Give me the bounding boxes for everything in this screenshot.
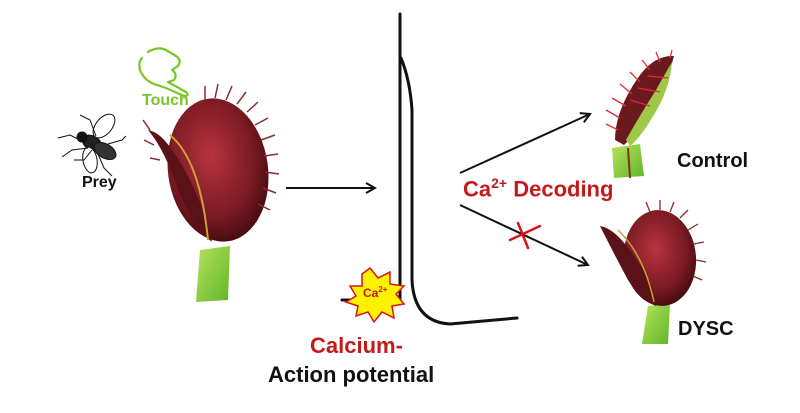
touch-label: Touch: [142, 92, 189, 109]
flytrap-open-image: [142, 83, 280, 302]
decoding-sup: 2+: [491, 175, 508, 191]
touch-hand-icon: [138, 47, 189, 98]
control-label: Control: [677, 150, 749, 172]
action-potential-label: Action potential: [268, 362, 435, 387]
fly-icon: [57, 113, 127, 177]
burst-ca-sup: 2+: [378, 285, 388, 294]
blocked-x-icon: [508, 221, 542, 250]
control-arrow: [459, 114, 590, 174]
decoding-label: Ca2+ Decoding: [463, 175, 613, 202]
burst-ca-label: Ca2+: [363, 285, 387, 300]
decoding-text: Decoding: [507, 176, 614, 202]
calcium-burst-icon: [344, 266, 406, 324]
burst-ca-base: Ca: [363, 286, 379, 300]
decoding-ca: Ca: [463, 176, 492, 202]
flytrap-dysc-image: [600, 200, 707, 344]
flytrap-closed-image: [605, 49, 674, 179]
prey-label: Prey: [82, 174, 117, 191]
dysc-label: DYSC: [678, 318, 734, 340]
calcium-label: Calcium-: [310, 333, 403, 358]
